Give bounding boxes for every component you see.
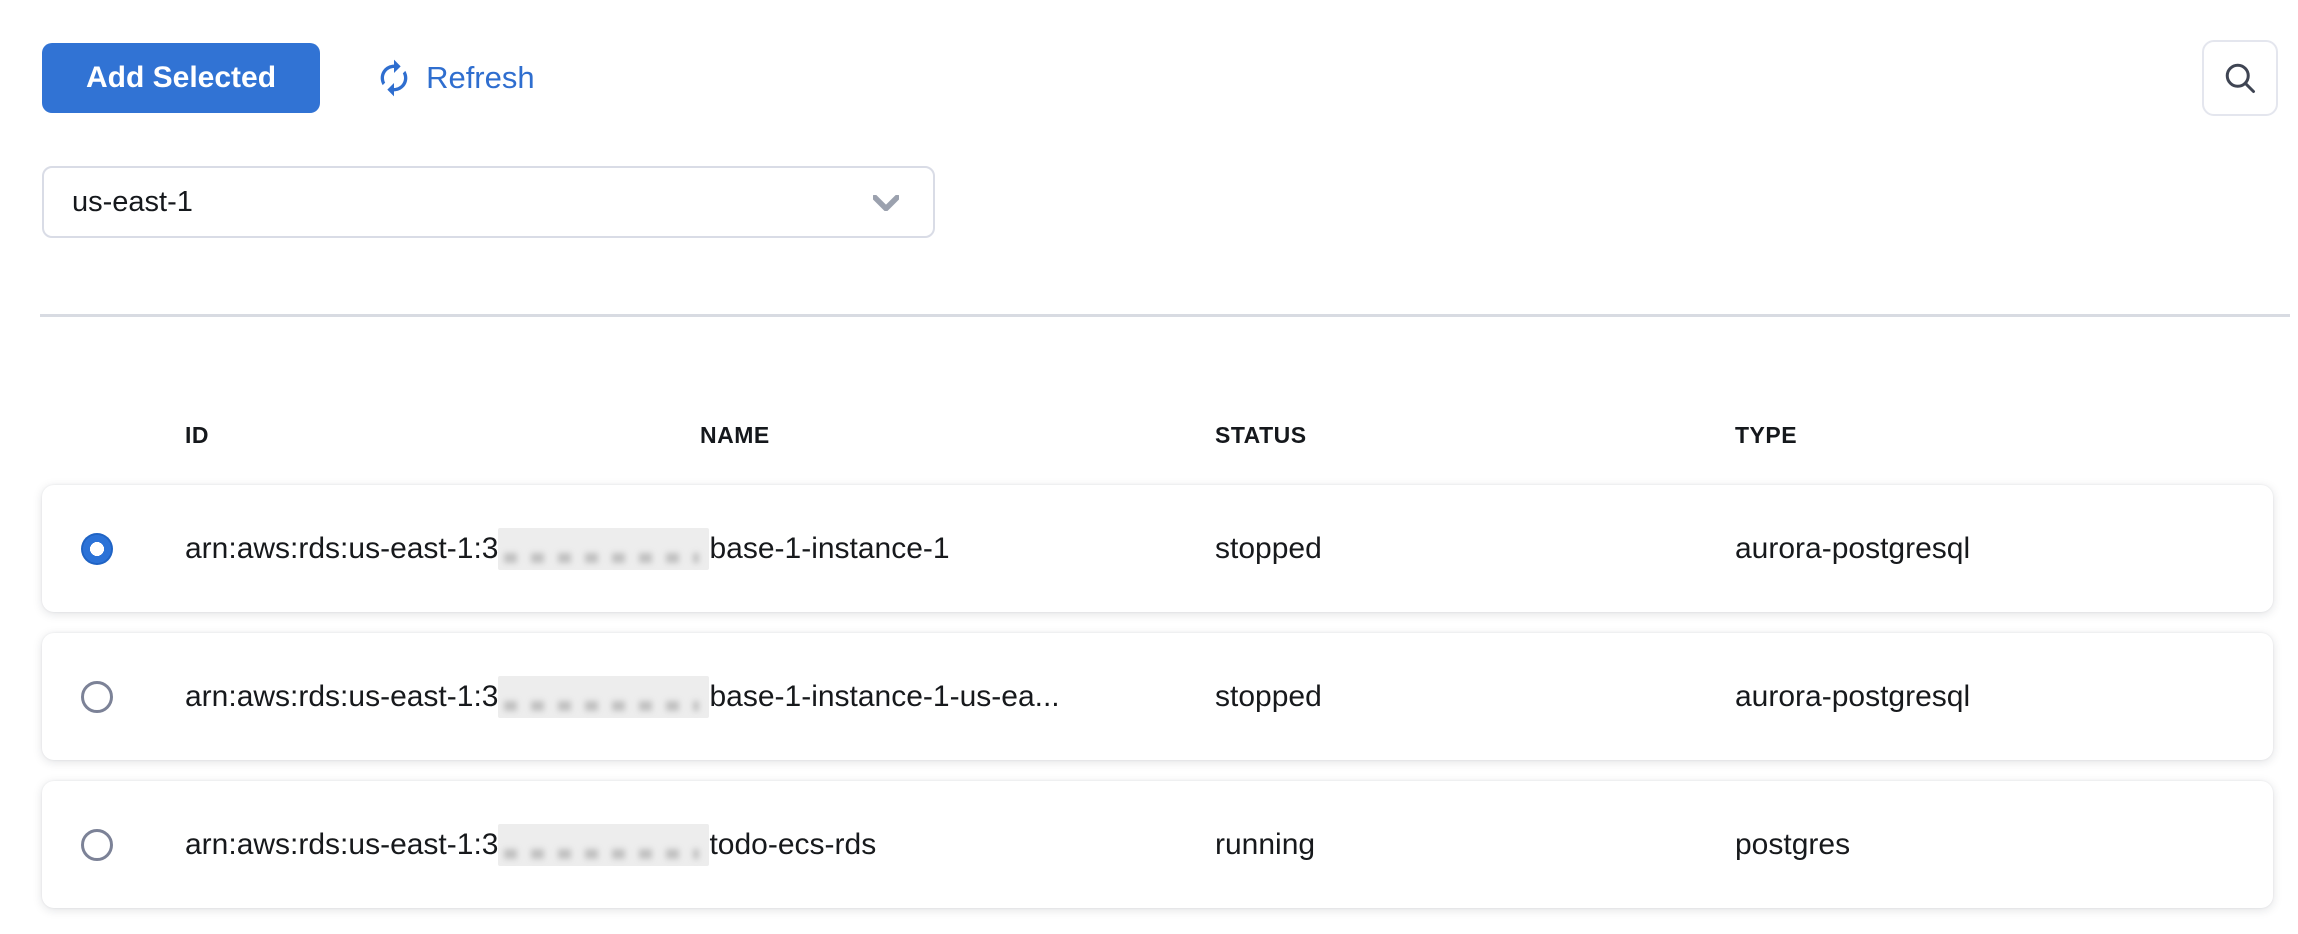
add-selected-button[interactable]: Add Selected	[42, 43, 321, 113]
row-type: postgres	[1735, 827, 1851, 861]
search-icon	[2222, 60, 2258, 96]
row-id-cell: arn:aws:rds:us-east-1:3 todo-ecs-rds	[185, 823, 1215, 866]
row-id-suffix: todo-ecs-rds	[709, 827, 877, 861]
row-id-cell: arn:aws:rds:us-east-1:3 base-1-instance-…	[185, 527, 1215, 570]
row-id-cell: arn:aws:rds:us-east-1:3 base-1-instance-…	[185, 675, 1215, 718]
refresh-button[interactable]: Refresh	[374, 58, 535, 98]
column-header-type: TYPE	[1735, 421, 1798, 448]
row-status: stopped	[1215, 679, 1322, 713]
column-header-id: ID	[185, 421, 209, 448]
row-id-prefix: arn:aws:rds:us-east-1:3	[185, 827, 499, 861]
table-row[interactable]: arn:aws:rds:us-east-1:3 todo-ecs-rds run…	[42, 781, 2273, 908]
region-dropdown[interactable]: us-east-1	[42, 166, 935, 238]
table-row[interactable]: arn:aws:rds:us-east-1:3 base-1-instance-…	[42, 485, 2273, 612]
row-type: aurora-postgresql	[1735, 531, 1971, 565]
table-header: ID NAME STATUS TYPE	[42, 407, 2273, 463]
refresh-icon	[374, 58, 414, 98]
row-radio[interactable]	[81, 532, 113, 565]
row-id-suffix: base-1-instance-1-us-ea...	[709, 679, 1060, 713]
region-dropdown-value: us-east-1	[72, 185, 193, 218]
redacted-id-segment	[498, 527, 710, 570]
row-status: stopped	[1215, 531, 1322, 565]
refresh-label: Refresh	[426, 60, 535, 95]
resource-rows: arn:aws:rds:us-east-1:3 base-1-instance-…	[42, 485, 2273, 908]
row-status: running	[1215, 827, 1316, 861]
column-header-status: STATUS	[1215, 421, 1307, 448]
chevron-down-icon	[872, 186, 900, 219]
row-type: aurora-postgresql	[1735, 679, 1971, 713]
redacted-id-segment	[498, 675, 710, 718]
row-id-suffix: base-1-instance-1	[709, 531, 950, 565]
toolbar: Add Selected Refresh	[42, 40, 2278, 116]
table-row[interactable]: arn:aws:rds:us-east-1:3 base-1-instance-…	[42, 633, 2273, 760]
row-radio[interactable]	[81, 828, 113, 861]
row-id-prefix: arn:aws:rds:us-east-1:3	[185, 531, 499, 565]
row-id-prefix: arn:aws:rds:us-east-1:3	[185, 679, 499, 713]
redacted-id-segment	[498, 823, 710, 866]
row-radio[interactable]	[81, 680, 113, 713]
column-header-name: NAME	[700, 421, 770, 448]
search-button[interactable]	[2202, 40, 2278, 116]
section-divider	[40, 314, 2290, 317]
